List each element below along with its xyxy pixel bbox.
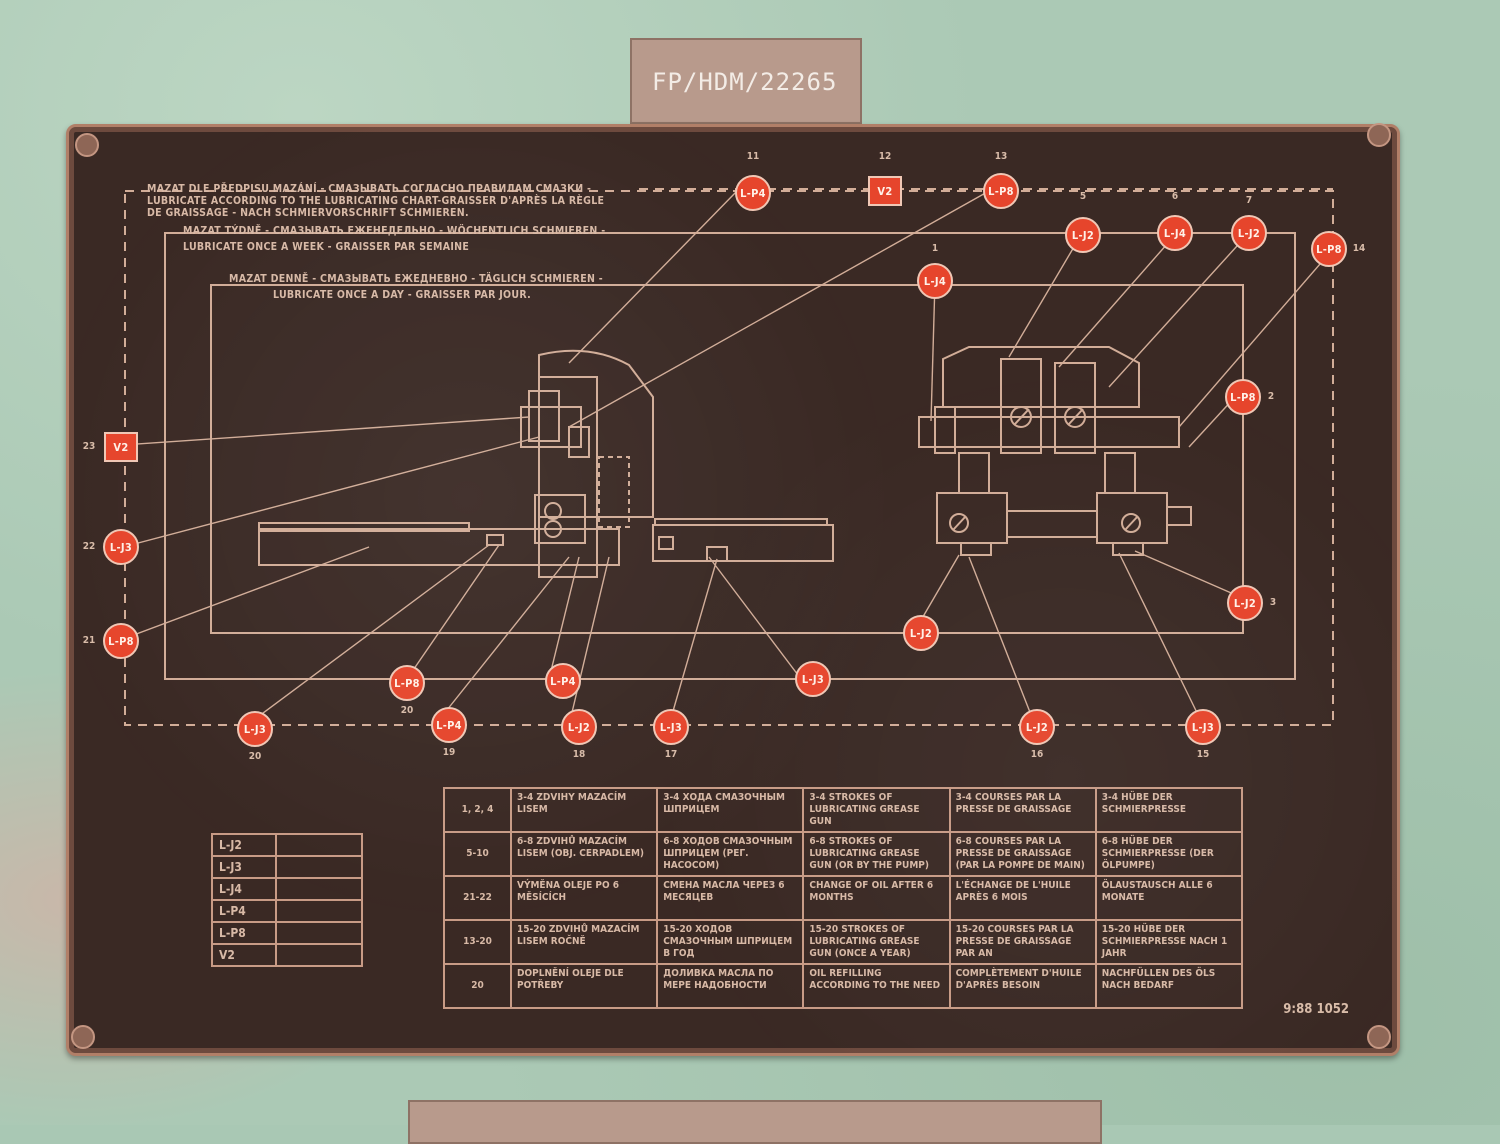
legend-code: V2	[211, 943, 277, 967]
lower-tag	[408, 1100, 1102, 1144]
identification-tag: FP/HDM/22265	[630, 38, 862, 124]
lubrication-point-marker: L-J3	[237, 711, 273, 747]
machine-diagram	[122, 188, 1334, 726]
lubrication-point-marker: L-P8	[1225, 379, 1261, 415]
point-number: 18	[572, 749, 586, 760]
table-row: 5-10 6-8 zdvihů mazacím lisem (obj. cerp…	[443, 831, 1244, 877]
point-number: 6	[1171, 191, 1179, 202]
instruction-day: Mazat denně - смазывать ежедневно - tägl…	[229, 273, 604, 285]
oil-point-marker: V2	[104, 432, 138, 462]
point-number: 22	[82, 541, 96, 552]
table-row: 13-20 15-20 zdvihů mazacím lisem ročně 1…	[443, 919, 1244, 965]
point-number: 21	[82, 635, 96, 646]
table-row: 21-22 Výměna oleje po 6 měsících Смена м…	[443, 875, 1244, 921]
screw-icon	[75, 133, 99, 157]
lubrication-point-marker: L-J3	[103, 529, 139, 565]
leader-lines	[122, 190, 1334, 726]
point-number: 12	[878, 151, 892, 162]
legend-code: L-J3	[211, 855, 277, 879]
lubricant-legend: L-J2 L-J3 L-J4 L-P4 L-P8 V2	[211, 833, 363, 967]
point-number: 23	[82, 441, 96, 452]
instruction-chart: de graissage - nach Schmiervorschrift sc…	[147, 207, 469, 219]
instruction-week: Lubricate once a week - graisser par sem…	[183, 241, 470, 253]
lubrication-point-marker: L-P8	[983, 173, 1019, 209]
point-number: 16	[1030, 749, 1044, 760]
table-row: 1, 2, 4 3-4 zdvihy mazacím lisem 3-4 ход…	[443, 787, 1244, 833]
lubrication-point-marker: L-J2	[1231, 215, 1267, 251]
legend-code: L-P8	[211, 921, 277, 945]
plate-code: 9:88 1052	[1283, 1002, 1349, 1017]
lubrication-point-marker: L-P8	[103, 623, 139, 659]
table-row: 20 Doplnění oleje dle potřeby Доливка ма…	[443, 963, 1244, 1009]
point-number: 13	[994, 151, 1008, 162]
point-number: 2	[1267, 391, 1275, 402]
lubrication-point-marker: L-J3	[1185, 709, 1221, 745]
instruction-day: Lubricate once a day - graisser par jour…	[273, 289, 532, 301]
lubrication-point-marker: L-P8	[1311, 231, 1347, 267]
identification-tag-text: FP/HDM/22265	[652, 68, 838, 96]
point-number: 19	[442, 747, 456, 758]
legend-code: L-J4	[211, 877, 277, 901]
lubrication-point-marker: L-P8	[389, 665, 425, 701]
instruction-week: Mazat týdně - смазывать еженедельно - wö…	[183, 225, 606, 237]
chart-frame-dashed	[124, 190, 1334, 726]
screw-icon	[71, 1025, 95, 1049]
instruction-chart: Lubricate according to the lubricating c…	[147, 195, 605, 207]
lubrication-schedule-table: 1, 2, 4 3-4 zdvihy mazacím lisem 3-4 ход…	[443, 787, 1244, 1009]
screw-icon	[1367, 1025, 1391, 1049]
machine-side-view	[258, 349, 834, 578]
point-number: 11	[746, 151, 760, 162]
point-number: 20	[248, 751, 262, 762]
oil-point-marker: V2	[868, 176, 902, 206]
lubrication-point-marker: L-J3	[653, 709, 689, 745]
point-number: 1	[931, 243, 939, 254]
point-number: 7	[1245, 195, 1253, 206]
lubrication-point-marker: L-P4	[735, 175, 771, 211]
instruction-chart: Mazat dle předpisu mazání - смазывать со…	[147, 183, 592, 195]
point-number: 5	[1079, 191, 1087, 202]
lubrication-point-marker: L-J4	[917, 263, 953, 299]
lubrication-point-marker: L-J2	[903, 615, 939, 651]
point-number: 20	[400, 705, 414, 716]
legend-code: L-P4	[211, 899, 277, 923]
point-number: 17	[664, 749, 678, 760]
lubrication-point-marker: L-P4	[431, 707, 467, 743]
lubrication-point-marker: L-J2	[1065, 217, 1101, 253]
machine-front-view	[918, 346, 1192, 556]
legend-code: L-J2	[211, 833, 277, 857]
lubrication-point-marker: L-J2	[1019, 709, 1055, 745]
screw-icon	[1367, 123, 1391, 147]
lubrication-point-marker: L-J3	[795, 661, 831, 697]
point-number: 14	[1352, 243, 1366, 254]
point-number: 3	[1269, 597, 1277, 608]
point-number: 15	[1196, 749, 1210, 760]
lubrication-point-marker: L-J2	[561, 709, 597, 745]
lubrication-point-marker: L-J2	[1227, 585, 1263, 621]
lubrication-point-marker: L-J4	[1157, 215, 1193, 251]
lubrication-chart-plate: Mazat dle předpisu mazání - смазывать со…	[66, 123, 1400, 1056]
lubrication-point-marker: L-P4	[545, 663, 581, 699]
